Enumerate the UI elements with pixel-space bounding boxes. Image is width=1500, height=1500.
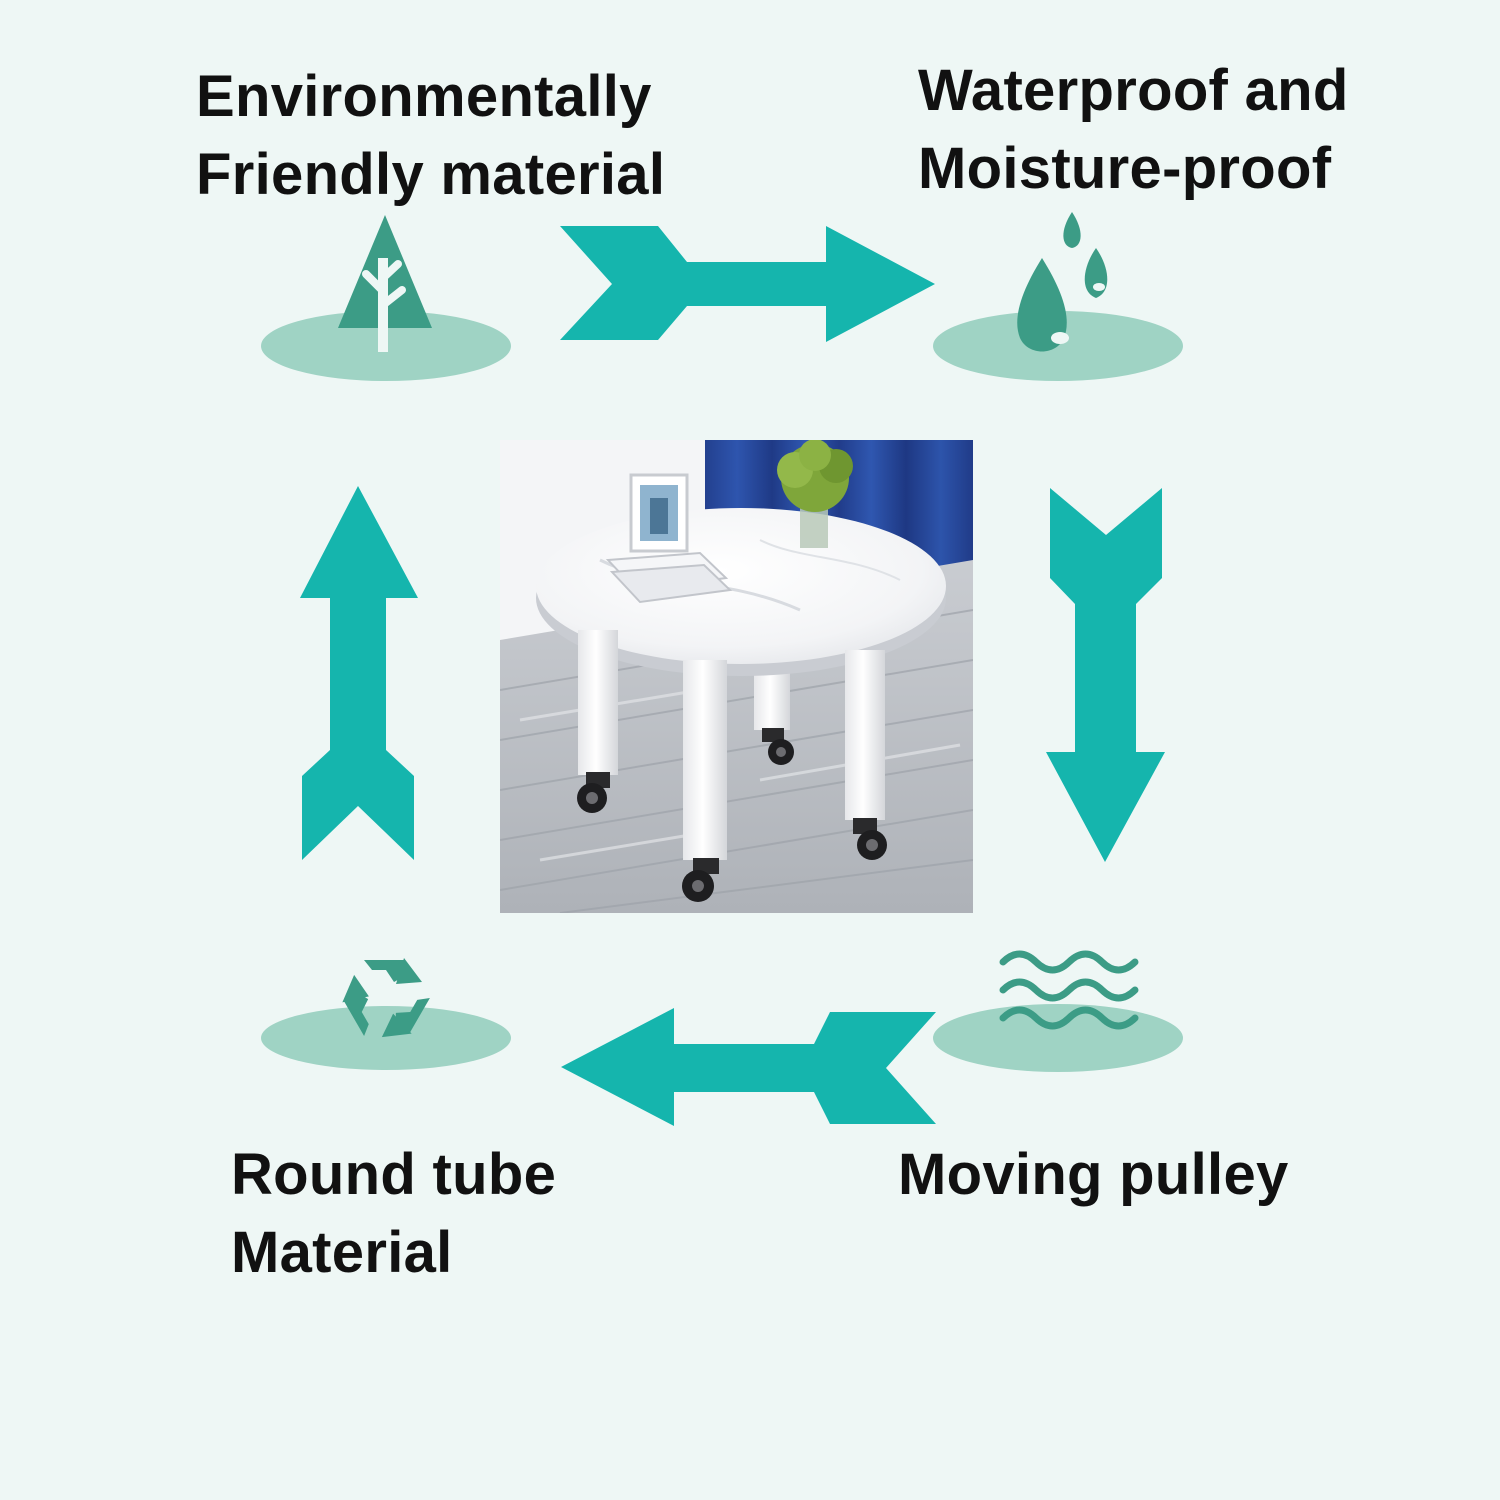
tube-label: Round tube Material — [231, 1142, 557, 1285]
pulley-pad — [933, 1004, 1183, 1072]
arrow-left — [561, 1008, 936, 1126]
arrow-down — [1046, 488, 1165, 862]
water-label: Waterproof and Moisture-proof — [918, 58, 1349, 201]
tube-pad — [261, 1006, 511, 1070]
arrow-up — [300, 486, 418, 860]
tree-icon — [338, 215, 432, 352]
water-pad — [933, 311, 1183, 381]
table-photo — [500, 440, 973, 913]
recycle-icon — [342, 958, 430, 1038]
eco-label: Environmentally Friendly material — [196, 64, 666, 207]
arrow-right — [560, 226, 935, 342]
waves-icon — [999, 950, 1139, 1030]
water-drops-icon — [1017, 212, 1108, 352]
pulley-label: Moving pulley — [898, 1142, 1289, 1207]
